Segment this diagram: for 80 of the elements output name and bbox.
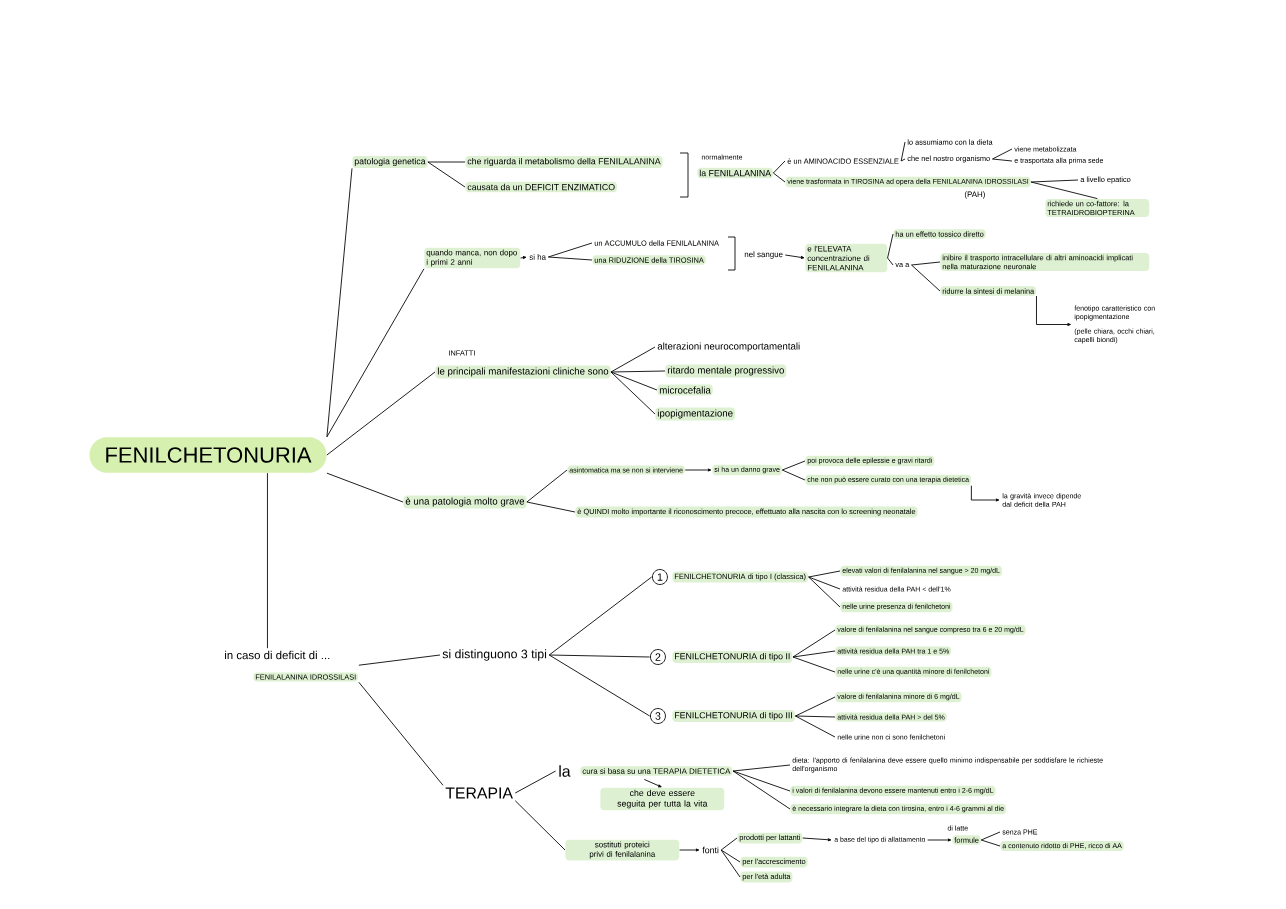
arrow: [784, 254, 805, 259]
branch-line: [610, 370, 666, 373]
highlighted-text: che riguarda il metabolismo della FENILALANINA: [465, 156, 663, 169]
highlighted-text: causata da un DEFICIT ENZIMATICO: [465, 181, 617, 193]
branch-line: [808, 570, 841, 578]
highlighted-text: è una patologia molto grave: [403, 495, 527, 509]
branch-line: [772, 172, 786, 183]
branch-line: [732, 770, 791, 810]
highlighted-text: che deve essere seguita per tutta la vita: [600, 787, 725, 811]
branch-line: [772, 160, 786, 174]
branch-line: [427, 161, 466, 163]
branch-line: [720, 849, 741, 878]
branch-line: [326, 268, 425, 438]
branch-line: [358, 654, 441, 666]
branch-line: [548, 654, 651, 658]
branch-line: [887, 233, 894, 259]
branch-text: in caso di deficit di ...: [225, 650, 330, 660]
branch-line: [794, 696, 836, 717]
arrow: [643, 779, 662, 788]
branch-line: [1030, 181, 1098, 199]
highlighted-text: FENILCHETONURIA di tipo III: [672, 710, 795, 723]
branch-line: [548, 576, 653, 656]
branch-text: alterazioni neurocomportamentali: [657, 342, 800, 352]
branch-line: [900, 141, 906, 162]
branch-line: [980, 831, 1001, 841]
highlighted-text: microcefalia: [657, 384, 713, 396]
branch-line: [610, 346, 656, 373]
highlighted-text: le principali manifestazioni cliniche sono: [435, 365, 611, 379]
branch-line: [720, 837, 738, 851]
branch-line: [792, 650, 836, 658]
branch-line: [732, 764, 791, 772]
branch-text: la: [559, 765, 571, 777]
branch-line: [610, 371, 658, 391]
branch-line: [526, 501, 576, 513]
branch-line: [610, 371, 656, 415]
arrow: [520, 256, 527, 260]
branch-line: [887, 257, 894, 266]
arrow: [802, 837, 832, 842]
branch-line: [781, 460, 806, 471]
branch-line: [720, 849, 741, 863]
branch-line: [732, 770, 791, 792]
branch-line: [326, 371, 436, 456]
highlighted-text: FENILCHETONURIA di tipo II: [672, 651, 793, 664]
branch-line: [548, 654, 651, 717]
branch-text: fonti: [702, 846, 719, 854]
branch-line: [792, 656, 836, 673]
branch-line: [781, 469, 806, 481]
branch-line: [514, 770, 557, 794]
branch-line: [427, 161, 466, 188]
branch-line: [358, 681, 444, 786]
branch-line: [911, 261, 941, 266]
highlighted-text: la FENILALANINA: [697, 167, 773, 179]
branch-text: si distinguono 3 tipi: [442, 649, 547, 661]
branch-line: [267, 472, 268, 649]
branch-line: [326, 167, 353, 438]
branch-line: [911, 264, 941, 292]
arrow: [684, 468, 712, 472]
arrow: [679, 848, 700, 852]
central-topic: FENILCHETONURIA: [89, 437, 327, 473]
branch-line: [794, 715, 836, 718]
branch-line: [808, 576, 841, 590]
arrow: [1036, 295, 1071, 327]
branch-line: [992, 148, 1013, 160]
branch-line: [992, 158, 1013, 162]
highlighted-text: ipopigmentazione: [655, 407, 735, 421]
branch-line: [900, 158, 906, 162]
branch-line: [792, 629, 836, 658]
branch-text: TERAPIA: [445, 787, 513, 799]
highlighted-text: ritardo mentale progressivo: [665, 364, 787, 378]
arrow: [927, 838, 952, 842]
arrow: [970, 485, 1000, 502]
highlighted-text: patologia genetica: [352, 156, 428, 169]
branch-line: [1030, 179, 1079, 183]
branch-line: [514, 800, 566, 851]
branch-line: [547, 256, 593, 261]
branch-line: [980, 839, 1001, 847]
branch-line: [808, 576, 841, 608]
branch-line: [794, 715, 836, 738]
branch-line: [326, 472, 404, 503]
branch-line: [526, 469, 568, 503]
